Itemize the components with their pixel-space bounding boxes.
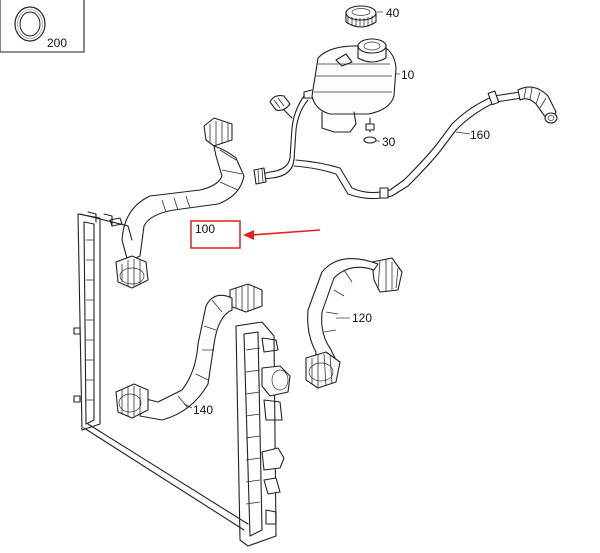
expansion-tank-cap-40: 40: [345, 5, 400, 28]
callout-160: 160: [470, 128, 490, 142]
seal-ring-icon: [14, 6, 46, 42]
callout-100: 100: [195, 222, 215, 236]
expansion-tank-10: 10: [303, 38, 415, 133]
callout-200: 200: [47, 36, 67, 50]
highlight-callout: 100: [190, 220, 321, 249]
highlight-arrow-icon: [243, 229, 321, 240]
radiator-frame: [73, 211, 291, 547]
level-sensor-30: 30: [363, 117, 396, 149]
radiator-hose-120: 120: [305, 257, 403, 389]
radiator-hose-100: [109, 117, 245, 289]
callout-120: 120: [352, 311, 372, 325]
callout-140: 140: [193, 403, 213, 417]
vent-line-160: 160: [253, 86, 558, 200]
callout-30: 30: [382, 135, 396, 149]
radiator-hose-140: 140: [115, 283, 263, 421]
inset-seal-ring-200: 200: [0, 0, 85, 53]
highlight-box: [190, 220, 241, 249]
callout-10: 10: [401, 68, 415, 82]
callout-40: 40: [386, 6, 400, 20]
